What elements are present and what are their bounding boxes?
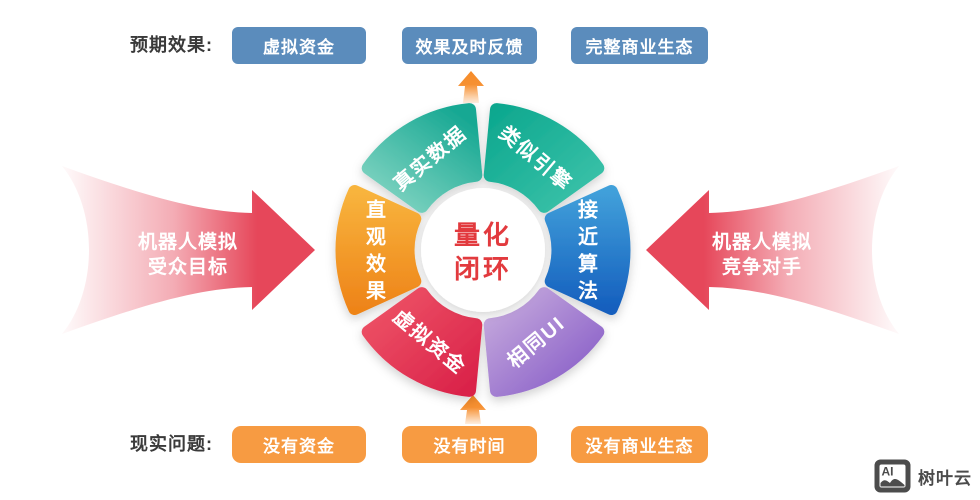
expected-effects-label: 预期效果: [130, 35, 213, 55]
right-arrow-label-line2: 竞争对手 [721, 257, 802, 278]
wheel-segment-6 [335, 185, 422, 315]
wheel-hub-label-line2: 闭环 [454, 254, 512, 284]
wheel-segment-5 [361, 287, 483, 397]
watermark-logo-text: AI [882, 465, 894, 479]
cycle-wheel: 真实数据类似引擎接近算法相同UI虚拟资金直观效果 [335, 103, 631, 397]
wheel-hub-label-line1: 量化 [454, 220, 512, 250]
wheel-segment-2 [483, 103, 605, 213]
reality-problems-row: 现实问题: 没有资金 没有时间 没有商业生态 [0, 426, 980, 463]
left-arrow-label: 机器人模拟 受众目标 [106, 230, 270, 280]
wheel-segment-1 [361, 103, 483, 213]
wheel-segment-4 [483, 287, 605, 397]
reality-problem-item-2: 没有时间 [402, 426, 537, 463]
right-arrow-label: 机器人模拟 竞争对手 [680, 230, 844, 280]
wheel-hub [421, 188, 545, 312]
right-arrow-label-line1: 机器人模拟 [711, 232, 812, 253]
left-arrow-label-line1: 机器人模拟 [137, 232, 238, 253]
expected-effect-item-2: 效果及时反馈 [402, 27, 537, 64]
left-arrow-label-line2: 受众目标 [147, 257, 228, 278]
reality-problem-item-1: 没有资金 [232, 426, 366, 463]
up-arrow-top-icon [458, 71, 484, 103]
reality-problem-item-3: 没有商业生态 [571, 426, 708, 463]
watermark: AI 树叶云 [874, 457, 972, 495]
left-arrow [62, 166, 315, 334]
expected-effects-row: 预期效果: 虚拟资金 效果及时反馈 完整商业生态 [0, 27, 980, 64]
right-arrow [646, 166, 899, 334]
watermark-brand-text: 树叶云 [918, 468, 972, 488]
wheel-segment-3 [544, 185, 631, 315]
wheel-segment-label-3: 接近算法 [578, 199, 600, 303]
reality-problems-label: 现实问题: [130, 434, 213, 454]
expected-effect-item-1: 虚拟资金 [232, 27, 366, 64]
watermark-logo-icon: AI [874, 459, 911, 493]
up-arrow-bottom-icon [460, 395, 486, 424]
wheel-segment-label-6: 直观效果 [366, 198, 388, 303]
expected-effect-item-3: 完整商业生态 [571, 27, 708, 64]
